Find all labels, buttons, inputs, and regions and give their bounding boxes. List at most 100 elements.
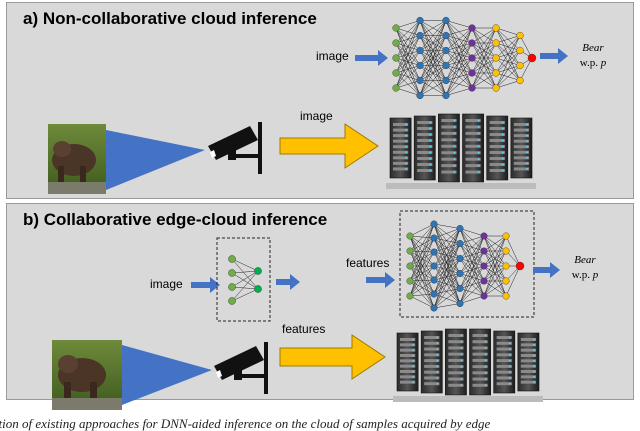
nn-a-edge [471,72,497,89]
nn-a-node-layer-1 [392,69,400,77]
nn-b-edge [483,265,507,297]
bear-image-a [48,124,106,194]
server-b-status-led [533,370,535,373]
nn-b-edge [433,228,461,253]
nn-edge-edge [231,272,259,290]
input-label-b: image [150,277,183,291]
server-b-status-led [412,359,415,362]
server-b-status-led [508,365,511,368]
server-b-status-led [412,343,415,346]
security-camera-icon-a [208,122,262,174]
nn-b-edge [409,235,435,281]
nn-a-node-layer-3 [442,46,450,55]
nn-b-edge [433,228,461,239]
nn-a-edge [445,72,473,96]
nn-edge-edge [231,288,259,302]
server-b-drive-slot [496,376,512,380]
server-a-drive-slot [441,151,457,155]
nn-b-edge [505,235,521,267]
server-a-status-led [526,151,528,154]
server-b-status-led [484,371,487,374]
bear-image-b [52,340,122,410]
features-label-b: features [346,256,390,270]
nn-b-edge [459,235,485,289]
server-b-drive-slot [424,347,440,351]
server-a-status-led [477,119,480,122]
server-a-status-led [501,145,504,148]
server-b-drive-slot [400,364,416,368]
nn-b-node-layer-2 [430,220,438,228]
server-a-status-led [501,127,504,130]
nn-edge-edge [231,258,259,290]
server-a-status-led [405,168,408,170]
nn-edge-node-layer-1 [228,297,236,305]
transmit-label-b: features [282,322,326,336]
nn-a-edge [495,50,521,89]
server-b-status-led [460,353,463,356]
server-b-drive-slot [424,364,440,368]
server-b-status-led [533,375,535,378]
nn-edge-edge [231,286,259,290]
server-a-drive-slot [513,167,529,171]
nn-b-edge [433,237,461,289]
server-b-status-led [508,359,511,362]
nn-b-edge [433,258,461,309]
server-b-drive-slot [496,353,512,357]
nn-a-node-layer-1 [392,54,400,62]
nn-b-edge [459,295,485,304]
server-a-drive-slot [417,121,433,124]
nn-b-node-layer-2 [430,304,438,312]
server-a-status-led [526,123,528,126]
arrow-transmit-features-b [279,334,386,380]
nn-a-edge [395,20,421,29]
output-class-a: Bear [582,42,604,54]
nn-b-edge [505,265,521,297]
nn-a-node-layer-3 [442,61,450,70]
server-a-status-led [405,145,408,148]
nn-b-edge [483,235,507,297]
server-b-status-led [484,353,487,356]
server-b-drive-slot [448,365,464,369]
nn-a-edge [395,65,421,89]
server-a-drive-slot [465,119,481,122]
output-prob-a: w.p. p [579,57,607,69]
nn-a-node-layer-1 [392,84,400,92]
nn-b-node-layer-2 [430,234,438,242]
server-a-status-led [453,138,456,141]
server-b-drive-slot [472,334,488,337]
nn-edge-node-layer-1 [228,283,236,291]
server-b-drive-slot [400,375,416,379]
nn-b-edge [409,223,435,267]
nn-b-edge [409,265,435,281]
server-a-drive-slot [465,170,481,174]
nn-a-node-layer-3 [442,16,450,25]
nn-a-edge [395,35,421,89]
nn-b-edge [433,251,461,289]
server-b-status-led [436,342,439,345]
nn-b-node-layer-1 [406,292,414,300]
server-a-drive-slot [465,125,481,129]
nn-b-edge [409,295,435,309]
nn-a-edge [445,27,473,96]
server-b-drive-slot [424,336,440,339]
nn-a-node-layer-4 [468,84,476,92]
nn-a-node-layer-4 [468,24,476,32]
nn-a-node-layer-4 [468,54,476,62]
output-class-b: Bear [574,254,596,266]
server-b-status-led [533,365,535,368]
nn-a-node-layer-6 [516,61,524,70]
nn-a-node-layer-6 [516,76,524,85]
nn-a-node-layer-5 [492,54,500,62]
nn-edge-node-layer-1 [228,255,236,263]
nn-a-node-layer-2 [416,16,424,25]
nn-a-edge [419,20,447,51]
server-b-status-led [484,359,487,362]
neural-network-cloud-a [392,16,537,100]
nn-a-node-layer-2 [416,61,424,70]
nn-b-edge [433,223,461,259]
server-a-drive-slot [393,139,409,143]
server-a-status-led [526,129,528,131]
server-a-status-led [526,140,528,143]
server-b-status-led [533,343,535,346]
nn-a-edge [419,20,447,36]
